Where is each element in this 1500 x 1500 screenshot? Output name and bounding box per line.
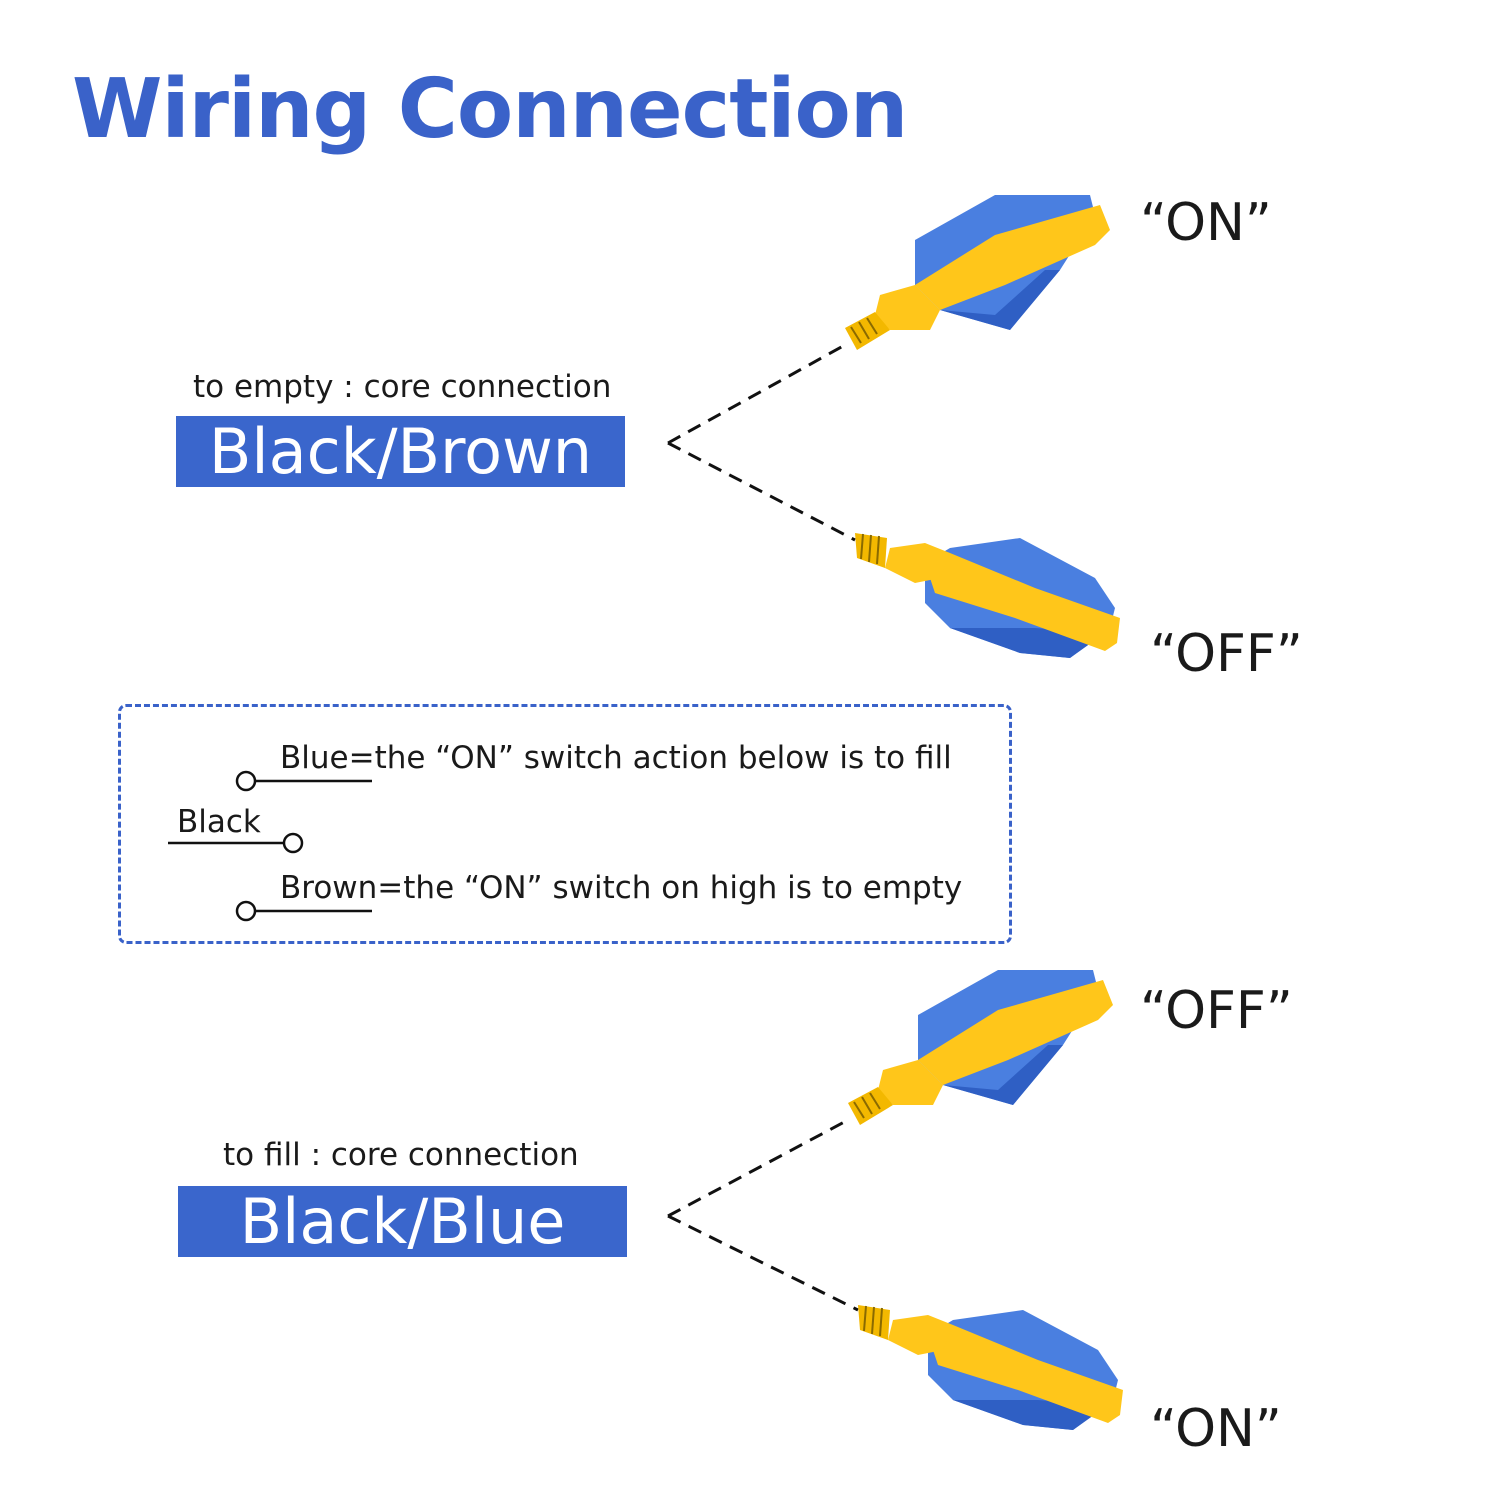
page-title: Wiring Connection [72,62,908,157]
top-upper-state-label: “ON” [1140,193,1272,253]
top-caption: to empty : core connection [193,369,612,405]
top-lower-cable [667,441,856,542]
top-upper-cable [667,343,846,445]
wire-legend-box [118,704,1012,944]
top-lower-float-switch [854,532,1121,659]
legend-blue-text: Blue=the “ON” switch action below is to … [280,740,952,776]
legend-black-text: Black [177,804,261,840]
bottom-lower-cable [667,1214,859,1312]
top-upper-float-switch [844,194,1111,351]
bottom-caption: to fill : core connection [223,1137,579,1173]
bottom-lower-float-switch [857,1304,1124,1431]
bottom-upper-cable [667,1118,849,1218]
legend-switch-symbol [168,770,372,922]
top-wire-label: Black/Brown [176,415,625,488]
bottom-upper-float-switch [847,969,1114,1126]
bottom-upper-state-label: “OFF” [1140,981,1293,1041]
top-lower-state-label: “OFF” [1150,624,1303,684]
bottom-lower-state-label: “ON” [1150,1399,1282,1459]
bottom-wire-label: Black/Blue [178,1185,627,1258]
legend-brown-text: Brown=the “ON” switch on high is to empt… [280,870,963,906]
